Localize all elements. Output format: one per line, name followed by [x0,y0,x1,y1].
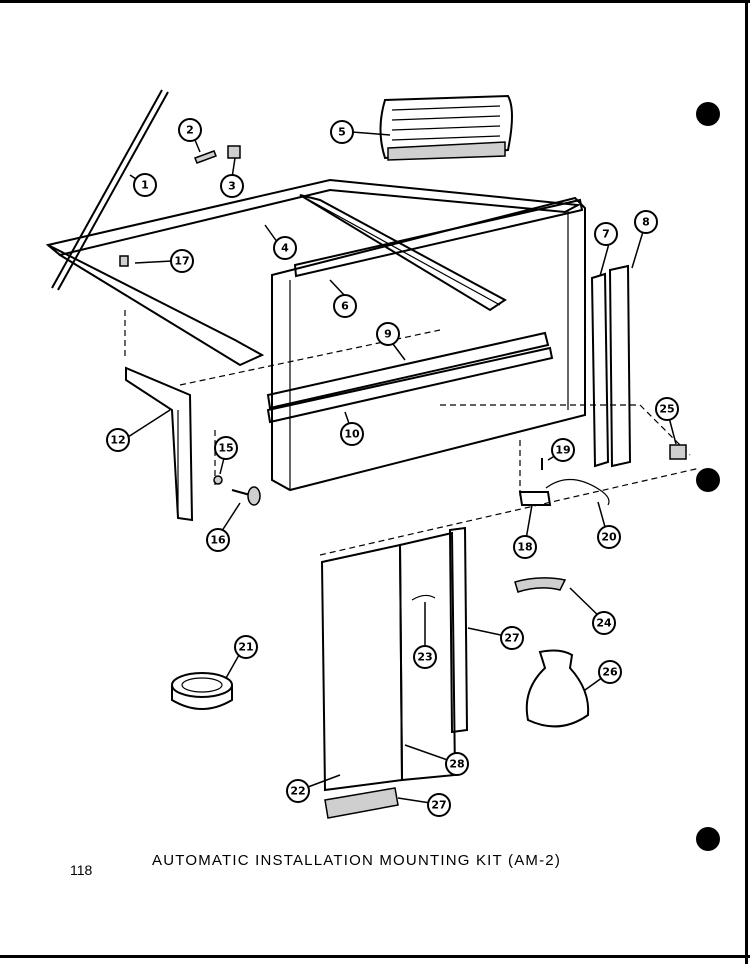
callout-label: 3 [228,180,236,193]
callout-20: 20 [597,525,621,549]
page-number: 118 [70,862,93,878]
part-bracket [125,366,194,522]
binder-hole-icon [696,102,720,126]
callout-4: 4 [273,236,297,260]
part-tube [514,577,567,593]
callout-label: 8 [642,216,650,229]
part-rod [51,89,169,291]
callout-2: 2 [178,118,202,142]
callout-label: 24 [596,617,612,630]
callout-label: 21 [238,641,253,654]
callout-28: 28 [445,752,469,776]
callout-label: 27 [504,632,519,645]
part-clip-wire [518,458,610,506]
part-front-frame [266,196,586,492]
part-vertical-strips [590,264,632,468]
callout-label: 26 [602,666,618,679]
part-screw-nut [194,145,241,164]
callout-label: 5 [338,126,346,139]
callout-23: 23 [413,645,437,669]
callout-3: 3 [220,174,244,198]
callout-label: 20 [601,531,617,544]
part-coil [379,94,513,161]
part-top-rail [45,178,582,367]
callout-label: 9 [384,328,392,341]
callout-label: 28 [449,758,464,771]
part-bag [525,649,590,728]
part-side-panel [320,526,469,819]
callout-9: 9 [376,322,400,346]
page-caption: AUTOMATIC INSTALLATION MOUNTING KIT (AM-… [152,852,562,869]
callout-16: 16 [206,528,230,552]
callout-18: 18 [513,535,537,559]
binder-hole-icon [696,468,720,492]
callout-27b: 27 [427,793,451,817]
projection-lines [124,310,701,556]
callout-15: 15 [214,436,238,460]
callout-24: 24 [592,611,616,635]
callout-label: 1 [141,179,149,192]
callout-label: 15 [218,442,233,455]
part-knob [213,475,261,506]
callout-label: 17 [174,255,189,268]
callout-25: 25 [655,397,679,421]
callout-17: 17 [170,249,194,273]
callout-label: 6 [341,300,349,313]
callout-label: 10 [344,428,360,441]
callout-label: 25 [659,403,674,416]
callout-label: 2 [186,124,194,137]
callout-label: 18 [517,541,532,554]
callout-26: 26 [598,660,622,684]
callout-22: 22 [286,779,310,803]
top-border [0,0,750,3]
callout-label: 7 [602,228,610,241]
part-clip [669,444,687,460]
callout-label: 16 [210,534,226,547]
callout-label: 23 [417,651,432,664]
callout-6: 6 [333,294,357,318]
callout-21: 21 [234,635,258,659]
part-tape-roll [171,672,233,710]
right-border [745,0,748,964]
callout-label: 27 [431,799,446,812]
callout-5: 5 [330,120,354,144]
callout-7: 7 [594,222,618,246]
callout-19: 19 [551,438,575,462]
callout-10: 10 [340,422,364,446]
callout-label: 22 [290,785,305,798]
binder-hole-icon [696,827,720,851]
callout-label: 19 [555,444,570,457]
callout-label: 12 [110,434,125,447]
callout-1: 1 [133,173,157,197]
callout-27a: 27 [500,626,524,650]
bottom-border [0,955,750,958]
part-small-screw [119,255,129,267]
callout-8: 8 [634,210,658,234]
callout-12: 12 [106,428,130,452]
callout-label: 4 [281,242,289,255]
